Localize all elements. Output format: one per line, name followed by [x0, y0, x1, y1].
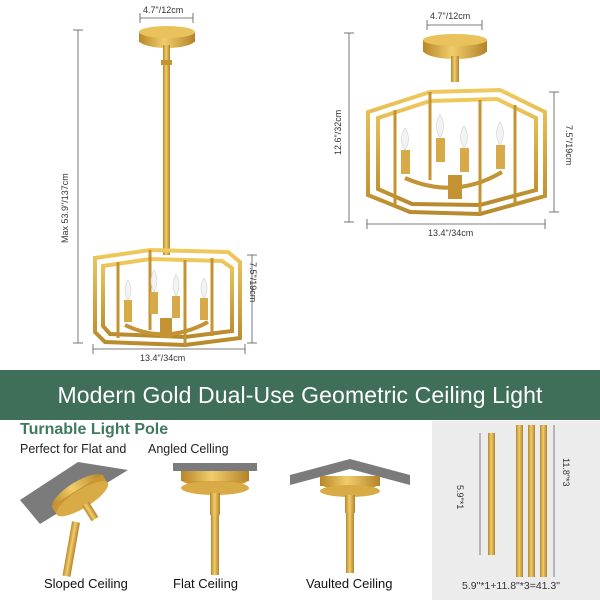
vaulted-ceiling-illustration [290, 459, 410, 573]
flat-ceiling-label: Flat Ceiling [173, 576, 239, 591]
sloped-ceiling-illustration [20, 462, 128, 577]
right-body-width: 13.4"/34cm [428, 228, 474, 238]
rod-equation: 5.9"*1+11.8"*3=41.3" [462, 580, 560, 592]
pole-subtitle-b: Angled Celling [148, 442, 229, 456]
pendant-fixture [93, 26, 242, 348]
long-rod-label: 11.8"*3 [561, 458, 571, 487]
right-canopy-width: 4.7"/12cm [430, 11, 471, 21]
short-rod-label: 5.9"*1 [455, 485, 465, 510]
dimension-lines-left [73, 13, 257, 354]
pole-subtitle-a: Perfect for Flat and [20, 442, 127, 456]
left-canopy-width: 4.7"/12cm [143, 5, 184, 15]
left-body-width: 13.4"/34cm [140, 353, 186, 363]
right-body-height: 7.5"/19cm [564, 125, 574, 166]
semiflush-fixture [366, 34, 547, 217]
rod-diagram [479, 425, 555, 577]
dimension-lines-right [344, 20, 559, 229]
banner-title: Modern Gold Dual-Use Geometric Ceiling L… [57, 381, 543, 408]
title-banner: Modern Gold Dual-Use Geometric Ceiling L… [0, 370, 600, 420]
right-total-height: 12.6"/32cm [333, 109, 343, 155]
flat-ceiling-illustration [173, 463, 257, 575]
vaulted-ceiling-label: Vaulted Ceiling [306, 576, 393, 591]
pole-title: Turnable Light Pole [20, 421, 169, 438]
sloped-ceiling-label: Sloped Ceiling [44, 576, 128, 591]
